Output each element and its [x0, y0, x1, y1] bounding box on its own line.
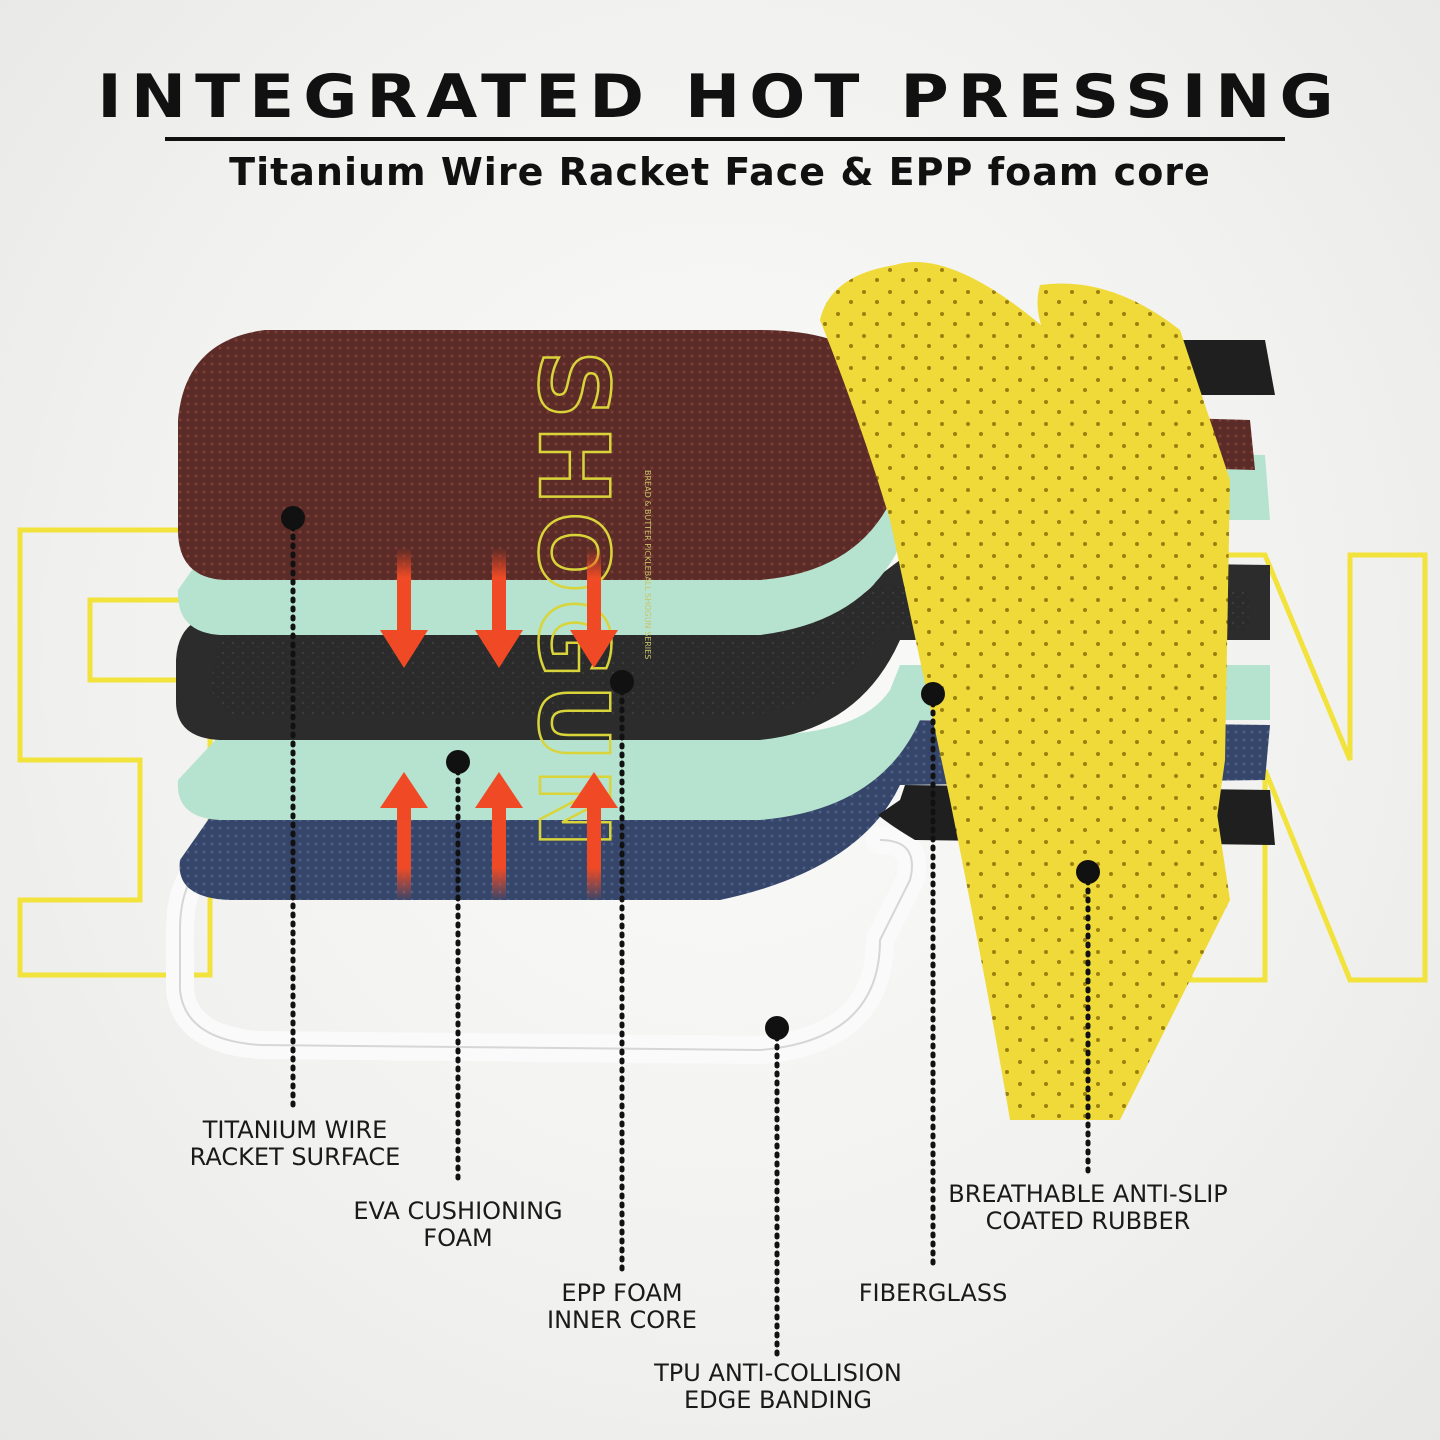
label-fiberglass: FIBERGLASS: [858, 1279, 1008, 1307]
grip-band-right: [1037, 283, 1230, 965]
callout-leaders: [290, 515, 1091, 1358]
compression-arrows-down: [380, 548, 618, 668]
title-divider: [165, 137, 1285, 141]
paddle-small-print: BREAD & BUTTER PICKLEBALL SHOGUN SERIES: [643, 470, 652, 659]
compression-arrows-up: [380, 772, 618, 901]
titanium-face-layer: [178, 330, 1255, 580]
page-subtitle: Titanium Wire Racket Face & EPP foam cor…: [229, 150, 1211, 194]
grip-band-left: [820, 262, 1230, 1120]
paddle-brand-mark: SHOGUN: [517, 350, 629, 854]
callout-dots: [281, 506, 1100, 1040]
page-title: INTEGRATED HOT PRESSING: [97, 61, 1343, 132]
